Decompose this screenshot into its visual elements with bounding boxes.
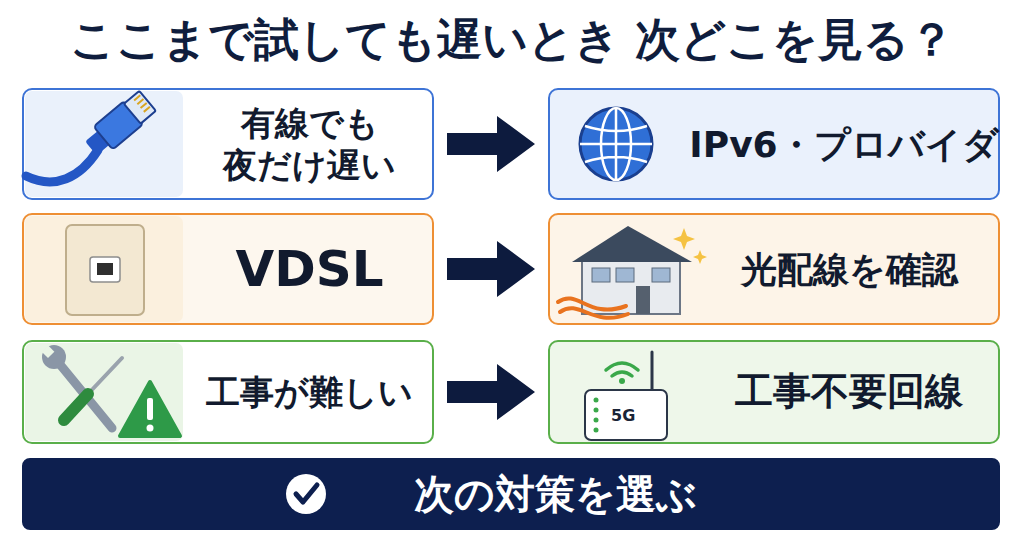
- box-text: IPv6・プロバイダ: [689, 122, 998, 167]
- problem-box: VDSL: [22, 213, 434, 325]
- solution-box: 光配線を確認: [548, 213, 1000, 325]
- solution-box: 工事不要回線: [548, 340, 1000, 444]
- problem-box: 有線でも 夜だけ遅い: [22, 88, 434, 200]
- box-text: 工事不要回線: [735, 368, 963, 416]
- box-text: 光配線を確認: [741, 247, 958, 292]
- box-text: VDSL: [235, 238, 383, 301]
- problem-box: 工事が難しい: [22, 340, 434, 444]
- block-arrow: [447, 364, 535, 420]
- box-text: 有線でも 夜だけ遅い: [219, 102, 401, 187]
- block-arrow: [447, 116, 535, 172]
- title: ここまで試しても遅いとき 次どこを見る？: [0, 8, 1024, 72]
- solution-box: IPv6・プロバイダ: [548, 88, 1000, 200]
- box-text: 次の対策を選ぶ: [414, 469, 697, 519]
- action-band: 次の対策を選ぶ: [22, 458, 1000, 530]
- device-label: 5G: [611, 406, 635, 425]
- block-arrow: [447, 241, 535, 297]
- box-text: 工事が難しい: [206, 371, 413, 414]
